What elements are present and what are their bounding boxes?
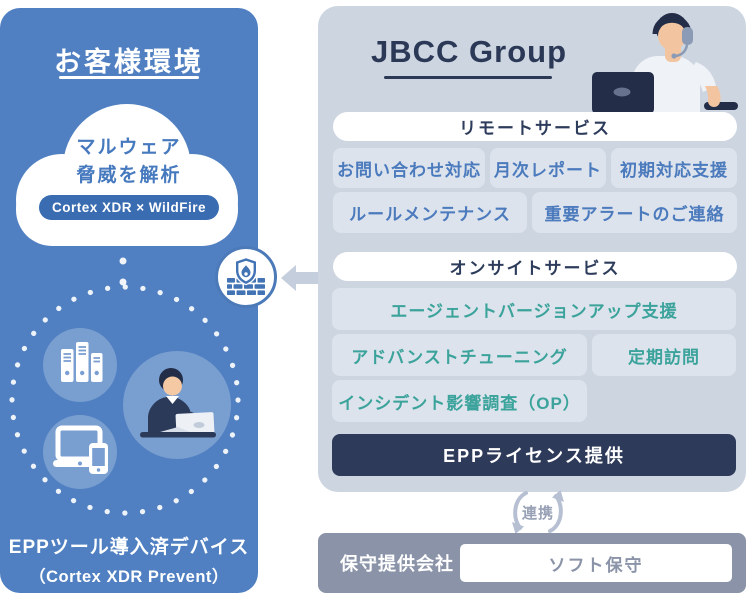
jbcc-group-panel: JBCC Group リモートサービス お問い合わせ対応 月次レポート 初期対応… (318, 6, 746, 492)
flow-arrow-icon (281, 265, 319, 291)
title-underline (384, 76, 552, 79)
devices-caption: EPPツール導入済デバイス （Cortex XDR Prevent） (0, 532, 258, 587)
service-item-rule-maintenance: ルールメンテナンス (333, 192, 527, 233)
cloud-text-line1: マルウェア (76, 137, 182, 158)
devices-icon (53, 425, 108, 474)
service-item-advanced-tuning: アドバンストチューニング (332, 334, 587, 376)
service-item-important-alerts: 重要アラートのご連絡 (532, 192, 737, 233)
provider-panel-title: JBCC Group (371, 34, 567, 69)
firewall-icon (227, 256, 265, 295)
service-item-inquiry: お問い合わせ対応 (333, 148, 485, 188)
linkage-arrows-icon (512, 490, 564, 534)
linkage-indicator: 連携 (500, 490, 576, 534)
customer-panel-title: お客様環境 (54, 47, 204, 77)
service-item-incident-investigation: インシデント影響調査（OP） (332, 380, 587, 422)
service-item-periodic-visit: 定期訪問 (592, 334, 736, 376)
title-underline (59, 76, 199, 79)
cortex-wildfire-badge: Cortex XDR × WildFire (38, 195, 220, 220)
maintenance-company-label: 保守提供会社 (340, 554, 454, 574)
epp-license-bar: EPPライセンス提供 (332, 434, 736, 476)
maintenance-provider-bar: 保守提供会社 ソフト保守 (318, 533, 746, 593)
customer-panel-art (9, 104, 241, 516)
cloud-text: マルウェア 脅威を解析 (0, 134, 258, 190)
dotted-ring (9, 284, 241, 516)
firewall-badge (215, 246, 277, 308)
onsite-service-header: オンサイトサービス (333, 252, 737, 281)
service-item-agent-version-up: エージェントバージョンアップ支援 (332, 288, 736, 330)
linkage-label: 連携 (521, 504, 554, 522)
devices-caption-line2: （Cortex XDR Prevent） (29, 568, 229, 586)
support-agent-illustration (592, 13, 738, 114)
remote-service-header: リモートサービス (333, 112, 737, 141)
person-laptop-illustration (140, 368, 216, 438)
service-item-initial-response: 初期対応支援 (611, 148, 737, 188)
devices-caption-line1: EPPツール導入済デバイス (8, 537, 250, 558)
server-icon (61, 342, 103, 382)
service-item-monthly-report: 月次レポート (490, 148, 606, 188)
customer-environment-panel: お客様環境 マルウェア 脅威を解析 Cortex XDR × WildFire … (0, 8, 258, 593)
cloud-text-line2: 脅威を解析 (76, 165, 182, 186)
dotted-connector (119, 237, 127, 286)
software-maintenance-box: ソフト保守 (460, 544, 732, 582)
